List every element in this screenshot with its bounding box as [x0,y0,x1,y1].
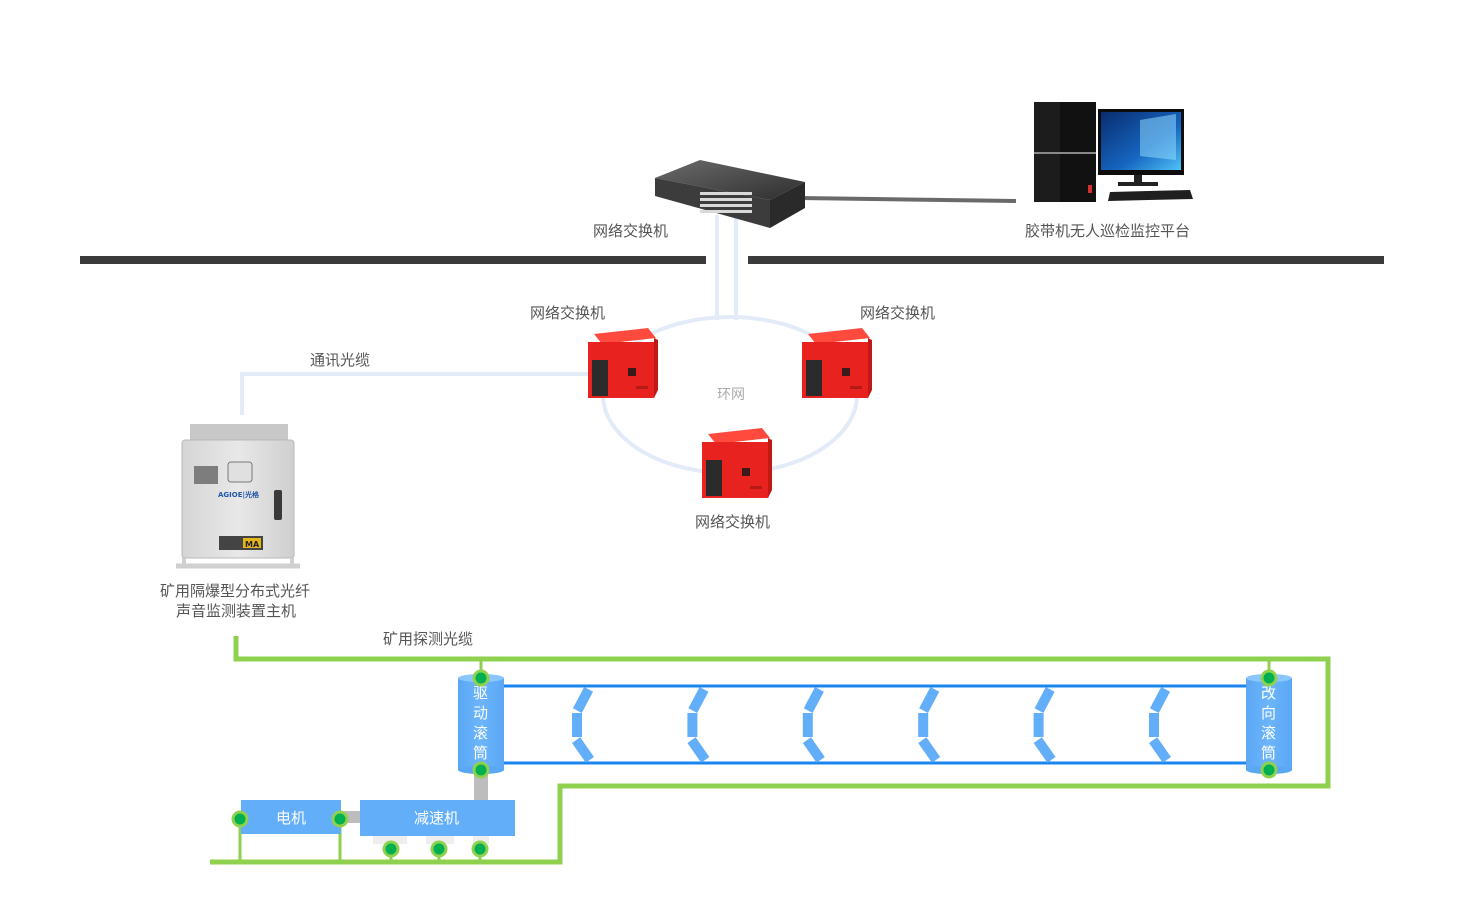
sensor-node-icon [471,840,489,858]
sensor-node-icon [231,810,249,828]
idler-upper [688,687,709,713]
ring-switch-left[interactable] [588,328,658,398]
host-brand: AGIOE|光格 [218,490,260,500]
platform-cable [799,196,1017,203]
sensor-node-icon [472,761,490,779]
bend-drum-char-1: 改 [1261,684,1276,702]
idler-set [687,687,710,763]
core-switch[interactable] [655,160,805,228]
idler-upper [919,687,940,713]
idler-lower [687,737,710,763]
idler-middle [1033,713,1044,737]
idler-middle [572,713,582,737]
reducer-label: 减速机 [414,809,459,827]
bend-drum-char-3: 滚 [1261,724,1276,742]
bend-drum-char-2: 向 [1261,704,1276,722]
sensing-fiber-main [210,636,1331,865]
idler-set [1149,687,1171,763]
idler-lower [572,737,594,763]
explosion-proof-switch-icon [702,428,772,498]
motor[interactable]: 电机 [241,800,341,834]
idler-sets [572,687,1171,763]
rack-switch-ports-icon [700,192,752,213]
sensor-node-icon [430,840,448,858]
bend-drum-char-4: 筒 [1261,744,1276,762]
sensor-node-icon [1260,669,1278,687]
platform-label: 胶带机无人巡检监控平台 [1025,222,1190,240]
ring-switch-bottom[interactable] [702,428,772,498]
drive-drum-char-4: 筒 [473,744,488,762]
idler-set [1033,687,1056,763]
host-label-line1: 矿用隔爆型分布式光纤 [160,582,310,600]
host-cabinet[interactable]: AGIOE|光格 MA [176,424,300,569]
bend-drum[interactable]: 改 向 滚 筒 [1246,674,1292,774]
comm-fiber-label: 通讯光缆 [310,351,370,369]
drive-drum-char-2: 动 [473,704,488,722]
idler-lower [1033,737,1056,763]
idler-middle [1149,713,1159,737]
idler-upper [572,687,594,713]
drive-drum[interactable]: 驱 动 滚 筒 [458,674,504,774]
idler-lower [802,737,825,763]
comm-fiber-to-host [240,372,590,415]
core-switch-label: 网络交换机 [593,222,668,240]
backbone-right [748,256,1384,264]
idler-upper [803,687,824,713]
reducer[interactable]: 减速机 [360,800,515,844]
ring-switch-right-label: 网络交换机 [860,304,935,322]
backbone-left [80,256,706,264]
sensing-fiber-label: 矿用探测光缆 [383,630,473,648]
ma-badge: MA [245,540,260,549]
ring-network-label: 环网 [717,387,745,403]
ring-switch-left-label: 网络交换机 [530,304,605,322]
conveyor-belt [500,684,1250,765]
ring-switch-bottom-label: 网络交换机 [695,513,770,531]
idler-lower [918,737,941,763]
idler-set [918,687,941,763]
ring-switch-right[interactable] [802,328,872,398]
idler-lower [1149,737,1171,763]
idler-set [572,687,594,763]
desktop-computer-icon[interactable] [1034,102,1193,202]
idler-upper [1034,687,1055,713]
sensor-node-icon [331,810,349,828]
idler-middle [802,713,813,737]
idler-set [802,687,825,763]
drive-drum-char-3: 滚 [473,724,488,742]
idler-middle [918,713,929,737]
motor-label: 电机 [276,809,306,827]
sensor-node-icon [1260,761,1278,779]
host-label-line2: 声音监测装置主机 [176,602,296,620]
explosion-proof-switch-icon [588,328,658,398]
sensor-node-icon [472,669,490,687]
explosion-proof-switch-icon [802,328,872,398]
explosion-proof-cabinet-icon: AGIOE|光格 MA [176,424,300,569]
idler-middle [687,713,698,737]
drive-drum-char-1: 驱 [473,684,488,702]
sensor-node-icon [382,840,400,858]
sensor-nodes [231,669,1278,858]
keyboard [1108,190,1193,201]
idler-upper [1149,687,1171,713]
